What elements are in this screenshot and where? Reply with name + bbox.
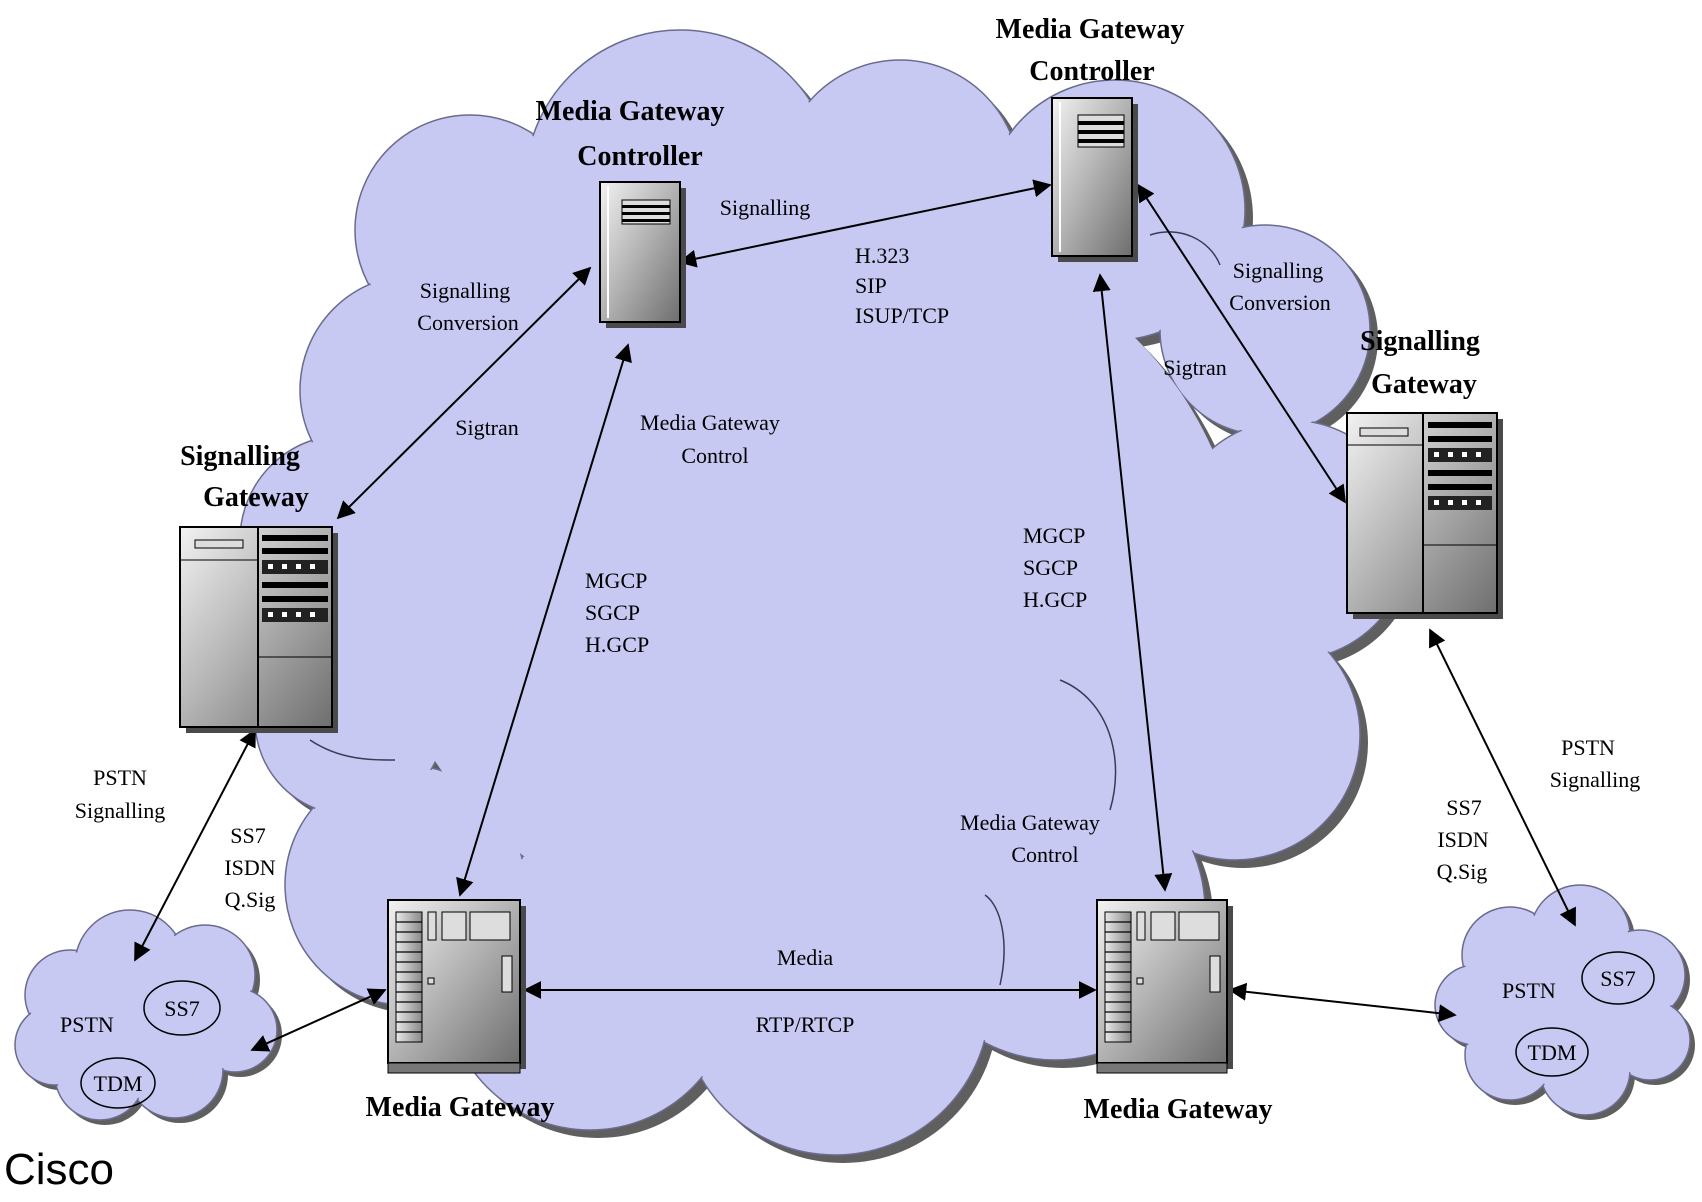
mgc-mg-right-protocol-3: H.GCP <box>1023 587 1087 612</box>
media-gateway-icon <box>388 900 526 1073</box>
pstn-sg-left-signalling-1: PSTN <box>93 765 147 790</box>
sg-mgc-right-sigtran: Sigtran <box>1163 355 1227 380</box>
mgc-right-title-line2: Controller <box>1029 56 1154 87</box>
sg-mgc-right-conv-1: Signalling <box>1233 258 1323 283</box>
media-gateway-right: Media Gateway <box>1084 900 1273 1125</box>
sg-mgc-left-sigtran: Sigtran <box>455 415 519 440</box>
mg-left-title: Media Gateway <box>366 1092 555 1123</box>
mgc-mg-right-protocol-2: SGCP <box>1023 555 1078 580</box>
server-tower-icon <box>600 182 686 328</box>
pstn-sg-right-protocol-2: ISDN <box>1437 827 1488 852</box>
media-gateway-icon <box>1097 900 1233 1073</box>
mg-right-title: Media Gateway <box>1084 1094 1273 1125</box>
pstn-cloud-right: PSTN SS7 TDM <box>1435 885 1695 1120</box>
pstn-label-right: PSTN <box>1502 978 1556 1003</box>
mgc-mg-right-protocol-1: MGCP <box>1023 523 1085 548</box>
ss7-label-right: SS7 <box>1600 966 1635 991</box>
sg-left-title-line1: Signalling <box>180 441 300 472</box>
pstn-cloud-left: PSTN SS7 TDM <box>15 910 282 1125</box>
pstn-sg-left-protocol-2: ISDN <box>224 855 275 880</box>
mgc-left-title-line2: Controller <box>577 141 702 172</box>
sg-mgc-left-conv-1: Signalling <box>420 278 510 303</box>
mg-mg-rtp-label: RTP/RTCP <box>756 1012 855 1037</box>
sg-mgc-right-conv-2: Conversion <box>1229 290 1330 315</box>
mgc-right-title-line1: Media Gateway <box>996 14 1185 45</box>
tdm-label-right: TDM <box>1528 1040 1577 1065</box>
signalling-gateway-right: Signalling Gateway <box>1347 326 1503 619</box>
ss7-label-left: SS7 <box>164 996 199 1021</box>
sg-right-title-line2: Gateway <box>1371 369 1477 400</box>
gateway-rack-icon <box>180 527 338 733</box>
pstn-sg-left-signalling-2: Signalling <box>75 798 165 823</box>
mgc-mg-left-protocol-2: SGCP <box>585 600 640 625</box>
mgc-mg-left-protocol-3: H.GCP <box>585 632 649 657</box>
pstn-sg-right-protocol-3: Q.Sig <box>1437 859 1488 884</box>
mgc-mgc-signalling-label: Signalling <box>720 195 810 220</box>
gateway-rack-icon <box>1347 413 1503 619</box>
mgc-left-title-line1: Media Gateway <box>536 96 725 127</box>
mgc-mg-left-control-2: Control <box>681 443 748 468</box>
pstn-sg-left-protocol-1: SS7 <box>230 823 265 848</box>
mgc-mgc-protocol-2: SIP <box>855 273 887 298</box>
sg-left-title-line2: Gateway <box>203 482 309 513</box>
mgc-mgc-protocol-1: H.323 <box>855 243 909 268</box>
mgc-mg-left-control-1: Media Gateway <box>640 410 780 435</box>
pstn-sg-right-protocol-1: SS7 <box>1446 795 1481 820</box>
arrow-mg-pstn-right <box>1230 990 1455 1015</box>
tdm-label-left: TDM <box>94 1071 143 1096</box>
pstn-label-left: PSTN <box>60 1012 114 1037</box>
pstn-sg-right-signalling-2: Signalling <box>1550 767 1640 792</box>
mgc-mg-right-control-1: Media Gateway <box>960 810 1100 835</box>
server-tower-icon <box>1052 98 1138 262</box>
sg-right-title-line1: Signalling <box>1360 326 1480 357</box>
pstn-sg-left-protocol-3: Q.Sig <box>225 887 276 912</box>
sg-mgc-left-conv-2: Conversion <box>417 310 518 335</box>
mgc-mg-right-control-2: Control <box>1011 842 1078 867</box>
source-caption: Cisco <box>4 1145 114 1195</box>
mg-mg-media-label: Media <box>777 945 833 970</box>
pstn-sg-right-signalling-1: PSTN <box>1561 735 1615 760</box>
mgc-mg-left-protocol-1: MGCP <box>585 568 647 593</box>
mgc-mgc-protocol-3: ISUP/TCP <box>855 303 949 328</box>
